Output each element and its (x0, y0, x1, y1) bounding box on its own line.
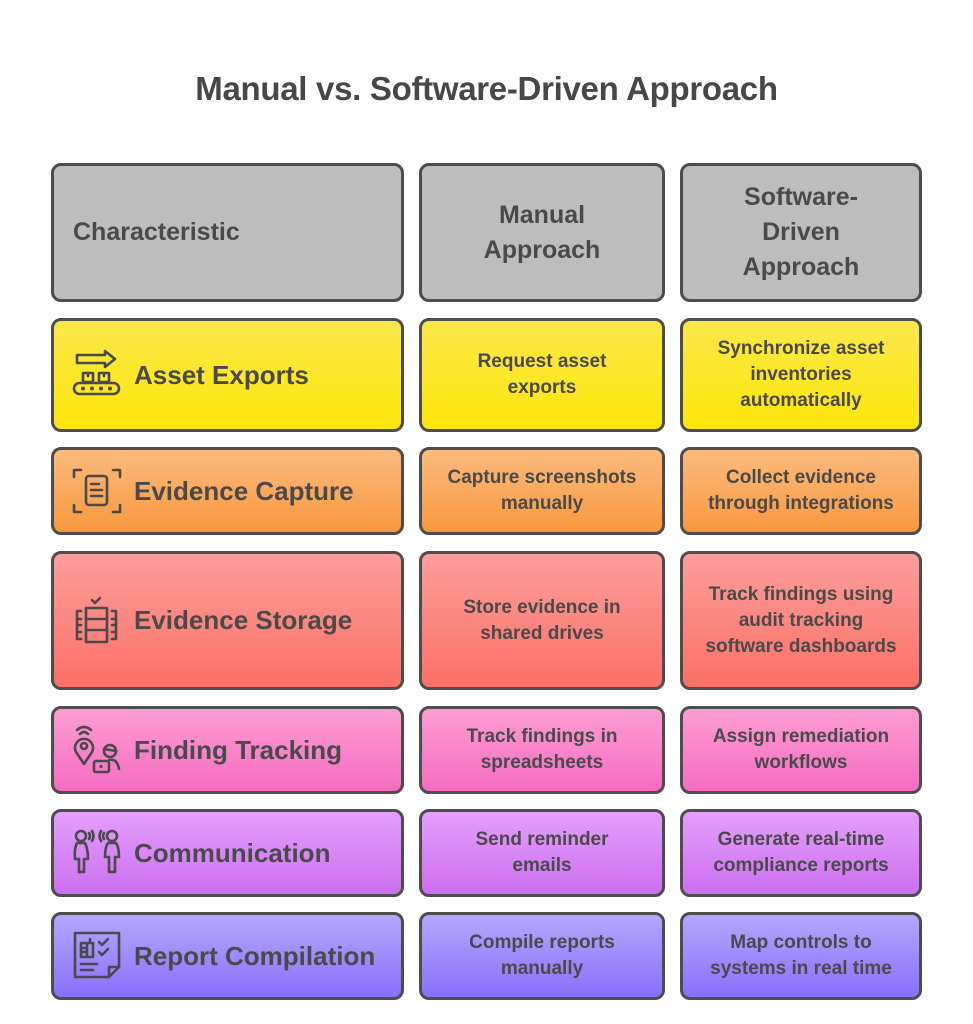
software-text: Track findings using audit tracking soft… (705, 583, 897, 657)
row-evidence-capture-software: Collect evidence through integrations (680, 447, 922, 535)
header-manual-label: Manual Approach (483, 200, 601, 264)
software-text: Generate real-time compliance reports (713, 829, 889, 876)
software-text: Assign remediation workflows (712, 726, 890, 773)
row-communication-software: Generate real-time compliance reports (680, 809, 922, 897)
row-evidence-capture-manual: Capture screenshots manually (419, 447, 665, 535)
row-evidence-storage-manual: Store evidence in shared drives (419, 551, 665, 690)
characteristic-label: Communication (134, 837, 331, 868)
row-report-compilation-software: Map controls to systems in real time (680, 912, 922, 1000)
row-evidence-storage-characteristic: Evidence Storage (51, 551, 404, 690)
row-evidence-capture-characteristic: Evidence Capture (51, 447, 404, 535)
manual-text: Track findings in spreadsheets (466, 726, 618, 773)
characteristic-label: Evidence Capture (134, 475, 354, 506)
manual-text: Store evidence in shared drives (463, 596, 621, 644)
people-talking-icon (70, 826, 124, 880)
header-manual: Manual Approach (419, 163, 665, 302)
characteristic-label: Asset Exports (134, 359, 309, 390)
row-report-compilation-characteristic: Report Compilation (51, 912, 404, 1000)
manual-text: Capture screenshots manually (447, 467, 637, 514)
header-characteristic: Characteristic (51, 163, 404, 302)
page-title: Manual vs. Software-Driven Approach (195, 70, 778, 107)
characteristic-label: Report Compilation (134, 940, 376, 971)
report-checklist-icon (70, 929, 124, 983)
row-finding-tracking-characteristic: Finding Tracking (51, 706, 404, 794)
row-asset-exports-characteristic: Asset Exports (51, 318, 404, 432)
header-software: Software-Driven Approach (680, 163, 922, 302)
location-tracking-icon (70, 723, 124, 777)
row-evidence-storage-software: Track findings using audit tracking soft… (680, 551, 922, 690)
characteristic-label: Finding Tracking (134, 734, 343, 765)
conveyor-export-icon (70, 348, 124, 402)
header-characteristic-label: Characteristic (73, 218, 240, 246)
row-report-compilation-manual: Compile reports manually (419, 912, 665, 1000)
row-communication-manual: Send reminder emails (419, 809, 665, 897)
row-asset-exports-manual: Request asset exports (419, 318, 665, 432)
row-communication-characteristic: Communication (51, 809, 404, 897)
software-text: Collect evidence through integrations (708, 467, 894, 514)
document-scan-icon (70, 464, 124, 518)
characteristic-label: Evidence Storage (134, 605, 353, 635)
manual-text: Compile reports manually (469, 932, 615, 979)
database-check-icon (70, 594, 124, 648)
row-asset-exports-software: Synchronize asset inventories automatica… (680, 318, 922, 432)
software-text: Synchronize asset inventories automatica… (717, 338, 885, 411)
row-finding-tracking-manual: Track findings in spreadsheets (419, 706, 665, 794)
software-text: Map controls to systems in real time (710, 932, 892, 979)
manual-text: Send reminder emails (475, 829, 609, 876)
manual-text: Request asset exports (477, 351, 607, 398)
header-software-label: Software-Driven Approach (742, 183, 860, 281)
row-finding-tracking-software: Assign remediation workflows (680, 706, 922, 794)
